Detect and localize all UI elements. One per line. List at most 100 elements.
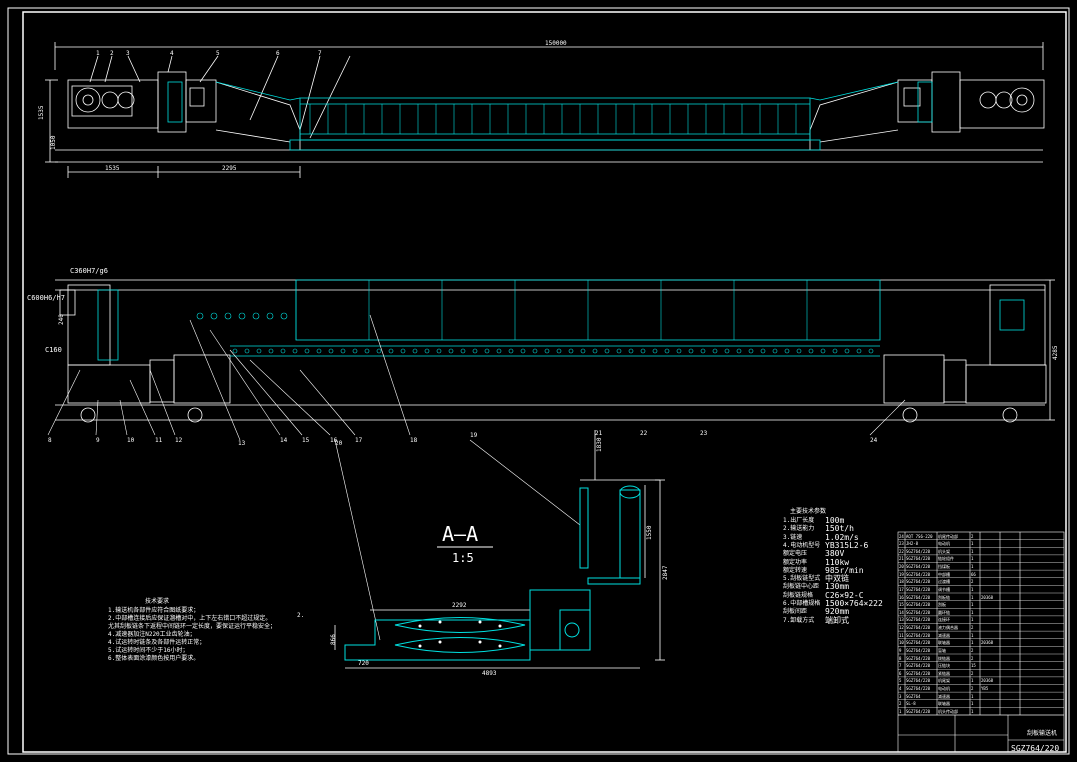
chain-link (484, 348, 490, 354)
dim-height-upper: 1550 (646, 525, 653, 540)
tech-param-value: 110kw (825, 557, 850, 567)
parts-cell: 4 (899, 686, 902, 691)
tech-param-value: 130mm (825, 582, 850, 592)
tech-param-value: 端卸式 (825, 615, 849, 625)
notes-side-mark: 2. (297, 612, 305, 619)
chain-link (748, 348, 754, 354)
chain-link (472, 348, 478, 354)
chain-link (736, 348, 742, 354)
chain-link (628, 348, 634, 354)
parts-cell: 1 (971, 541, 974, 547)
parts-cell: 11 (899, 632, 904, 638)
chain-link (784, 348, 790, 354)
parts-cell: 2 (971, 686, 974, 691)
parts-cell: 17 (899, 586, 904, 592)
tech-param-value: 100m (825, 516, 845, 525)
tech-param-label: 7.卸载方式 (783, 616, 815, 624)
dim-width-top: 2292 (452, 602, 467, 609)
parts-cell: 调节槽 (938, 586, 950, 592)
parts-cell: SGZ764/220 (906, 617, 931, 623)
chain-link (520, 348, 526, 354)
parts-cell: 1 (899, 708, 902, 714)
chain-link (280, 348, 286, 354)
tech-param-value: 150t/h (825, 524, 854, 534)
parts-cell: SGZ764/220 (906, 556, 931, 562)
chain-link (340, 348, 346, 354)
chain-link (292, 348, 298, 354)
parts-cell: SGZ764/220 (906, 686, 931, 691)
parts-cell: 2 (971, 533, 974, 539)
chain-link (712, 348, 718, 354)
tech-param-value: YB315L2-6 (825, 540, 869, 550)
chain-link (832, 348, 838, 354)
height-dim-lower: 1050 (50, 135, 57, 150)
parts-cell: 20368 (981, 640, 994, 646)
chain-link (256, 348, 262, 354)
chain-link (232, 348, 238, 354)
callout-4: 4 (170, 50, 174, 57)
parts-cell: 1 (971, 617, 974, 623)
drawing-number: SGZ764/220 (1011, 744, 1060, 753)
chain-link (796, 348, 802, 354)
chain-link (760, 348, 766, 354)
plan-callout: 17 (355, 437, 363, 444)
note-line: 2.中部槽连接后应保证溜槽对中，上下左右错口不超过规定。 (108, 615, 272, 622)
chain-link (580, 348, 586, 354)
parts-cell: 2 (971, 655, 974, 661)
chain-link (568, 348, 574, 354)
callout-5: 5 (216, 50, 220, 57)
callout-3: 3 (126, 50, 130, 57)
chain-link (724, 348, 730, 354)
dim-overall-width: 4893 (482, 670, 497, 677)
parts-cell: 10 (899, 640, 904, 646)
parts-cell: 22 (899, 548, 904, 554)
chain-link (676, 348, 682, 354)
parts-cell: 联轴器 (938, 701, 950, 707)
parts-cell: 拨链器 (938, 655, 950, 661)
drawing-frame (22, 11, 1067, 753)
parts-cell: 连接环 (938, 617, 950, 623)
fit-label-2: C600H6/h7 (27, 294, 65, 302)
parts-cell: 1 (971, 564, 974, 569)
plan-callout: 11 (155, 437, 163, 444)
plan-callout: 20 (335, 440, 343, 447)
fit-label-3: C160 (45, 346, 62, 354)
parts-cell: 2 (971, 670, 974, 676)
plan-callout: 21 (595, 430, 603, 437)
parts-cell: 20368 (981, 594, 994, 600)
chain-link (268, 348, 274, 354)
plan-leaders (47, 314, 906, 641)
parts-cell: 1 (971, 701, 974, 707)
parts-cell: 15 (971, 663, 976, 669)
parts-cell: 圆环链 (938, 609, 950, 615)
chain-link (352, 348, 358, 354)
plan-callout: 19 (470, 432, 478, 439)
elevation-trough-sections (309, 104, 797, 134)
parts-cell: 减速器 (938, 632, 950, 638)
parts-list-rows (898, 539, 1064, 716)
section-title: A—A (442, 522, 479, 546)
parts-cell: 12 (899, 625, 904, 630)
bottom-dim-left: 1535 (105, 165, 120, 172)
chain-link (868, 348, 874, 354)
parts-cell: 电动机 (938, 686, 950, 691)
notes-heading: 技术要求 (145, 598, 170, 605)
dim-offset: 720 (358, 660, 369, 667)
note-line: 4.试运转时链条及各部件运转正常； (108, 639, 206, 646)
tech-param-label: 刮板链中心距 (783, 583, 820, 591)
parts-cell: 3 (899, 693, 902, 699)
plan-callout: 9 (96, 437, 100, 444)
parts-cell: YB5 (981, 686, 989, 691)
chain-link (388, 348, 394, 354)
chain-link (664, 348, 670, 354)
parts-cell: 盲轴 (938, 647, 946, 653)
note-line: 5.试运转时间不少于16小时； (108, 647, 189, 654)
chain-link (448, 348, 454, 354)
parts-cell: 过渡槽 (938, 579, 950, 585)
parts-cell: SGZ764/220 (906, 579, 931, 585)
plan-callout: 23 (700, 430, 708, 437)
parts-cell: 13 (899, 617, 904, 623)
overall-length-dim: 150000 (545, 40, 567, 47)
chain-link (844, 348, 850, 354)
chain-link (400, 348, 406, 354)
